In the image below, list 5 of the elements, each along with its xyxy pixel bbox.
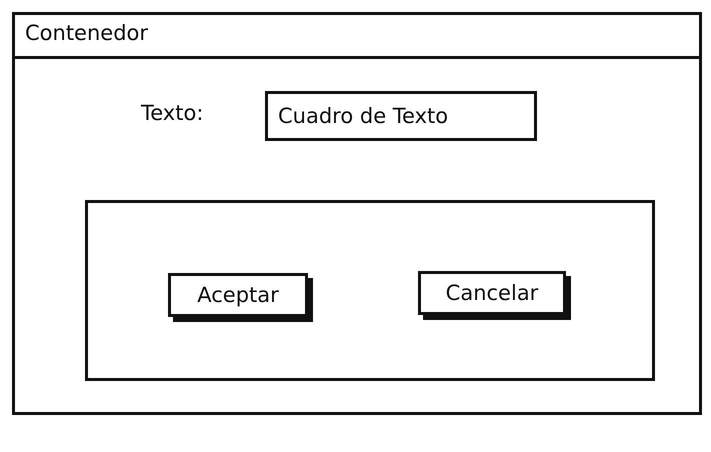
field-label: Texto: — [141, 101, 204, 125]
window-title: Contenedor — [15, 15, 699, 59]
panel — [85, 200, 655, 381]
text-field: Cuadro de Texto — [265, 91, 537, 141]
window-frame — [12, 12, 702, 450]
